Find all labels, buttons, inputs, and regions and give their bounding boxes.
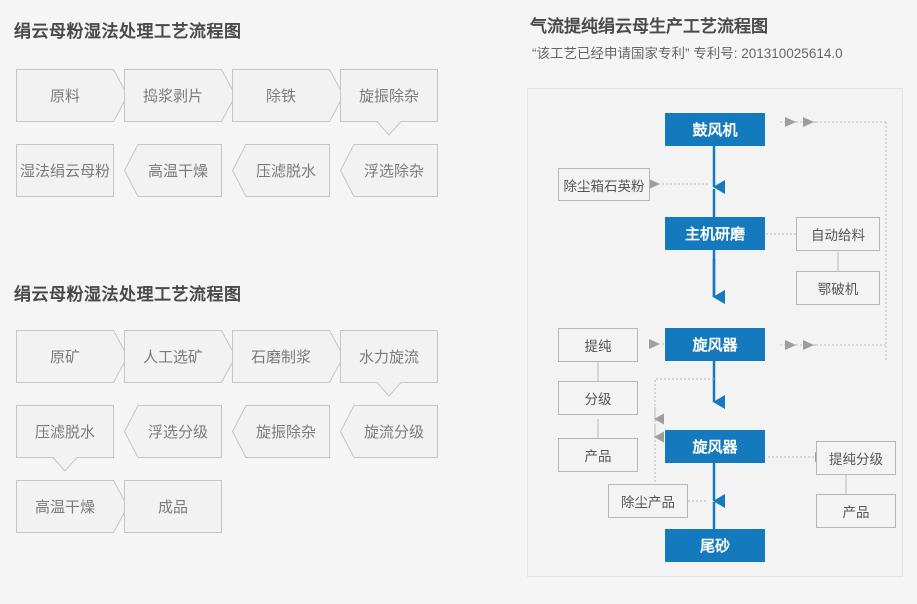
chart1-row1-step1[interactable]: 原料: [16, 69, 129, 122]
node-purify-classify[interactable]: 提纯分级: [816, 441, 896, 475]
chart1-row1-step3[interactable]: 除铁: [232, 69, 345, 122]
chart1-row2-step3[interactable]: 压滤脱水: [231, 144, 330, 197]
chart2-row2-step2[interactable]: 浮选分级: [123, 405, 222, 458]
node-product-left[interactable]: 产品: [558, 438, 638, 472]
chart2-row2-step3[interactable]: 旋振除杂: [231, 405, 330, 458]
chart2-title: 绢云母粉湿法处理工艺流程图: [14, 285, 242, 304]
chart2-row2-step1[interactable]: 压滤脱水: [16, 405, 114, 472]
node-product-right[interactable]: 产品: [816, 494, 896, 528]
node-dust-product[interactable]: 除尘产品: [608, 484, 688, 518]
air-chart-title: 气流提纯绢云母生产工艺流程图: [530, 17, 768, 36]
node-dust-box-quartz[interactable]: 除尘箱石英粉: [558, 168, 650, 201]
air-chart-subtitle: “该工艺已经申请国家专利” 专利号: 201310025614.0: [532, 46, 843, 61]
node-cyclone-2[interactable]: 旋风器: [665, 430, 765, 463]
chart1-row2-step1[interactable]: 湿法绢云母粉: [16, 144, 114, 197]
chart2-row1-step2[interactable]: 人工选矿: [124, 330, 237, 383]
chart2-row3-step1[interactable]: 高温干燥: [16, 480, 129, 533]
chart1-row2-step4[interactable]: 浮选除杂: [339, 144, 438, 197]
node-purify[interactable]: 提纯: [558, 328, 638, 362]
right-column: 气流提纯绢云母生产工艺流程图 “该工艺已经申请国家专利” 专利号: 201310…: [500, 0, 917, 604]
node-cyclone-1[interactable]: 旋风器: [665, 328, 765, 361]
air-flow-panel: 鼓风机 除尘箱石英粉 主机研磨 自动给料 鄂破机 旋风器 提纯 分级 产品 旋风…: [527, 88, 903, 577]
node-auto-feed[interactable]: 自动给料: [796, 217, 880, 251]
chart1-row2-step2[interactable]: 高温干燥: [123, 144, 222, 197]
chart1-row1-step4[interactable]: 旋振除杂: [340, 69, 438, 136]
node-jaw-crusher[interactable]: 鄂破机: [796, 271, 880, 305]
chart2-row3-step2[interactable]: 成品: [124, 480, 222, 533]
chart2-row1-step4[interactable]: 水力旋流: [340, 330, 438, 397]
chart2-row1-step1[interactable]: 原矿: [16, 330, 129, 383]
node-classify[interactable]: 分级: [558, 381, 638, 415]
node-tailings[interactable]: 尾砂: [665, 529, 765, 562]
node-main-grind[interactable]: 主机研磨: [665, 217, 765, 250]
left-column: 绢云母粉湿法处理工艺流程图 原料 捣浆剥片 除铁 旋振除杂 浮选除杂 压滤脱水: [14, 22, 438, 533]
chart2-row2-step4[interactable]: 旋流分级: [339, 405, 438, 458]
node-blower[interactable]: 鼓风机: [665, 113, 765, 146]
chart1-title: 绢云母粉湿法处理工艺流程图: [14, 22, 242, 41]
chart1-row1-step2[interactable]: 捣浆剥片: [124, 69, 237, 122]
chart2-row1-step3[interactable]: 石磨制浆: [232, 330, 345, 383]
